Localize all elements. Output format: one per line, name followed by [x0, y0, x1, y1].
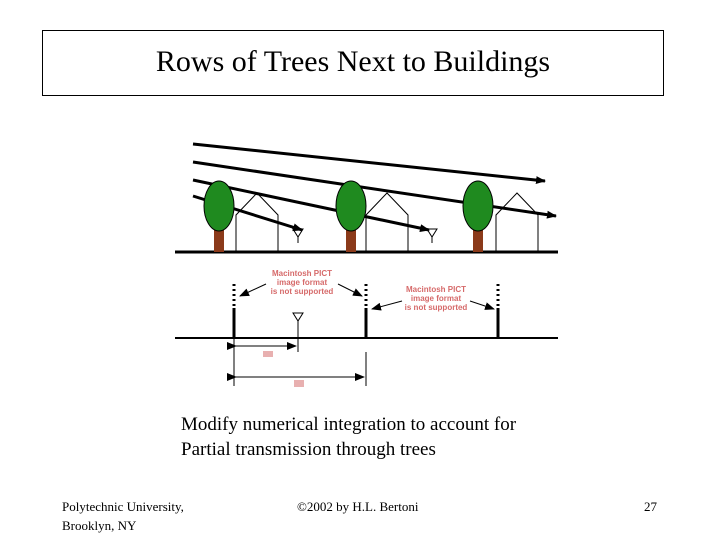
caption-line-2: Partial transmission through trees	[181, 439, 436, 460]
slide-title: Rows of Trees Next to Buildings	[155, 45, 551, 78]
propagation-rays	[192, 142, 557, 233]
tree-trunk	[473, 222, 483, 252]
caption-line-1: Modify numerical integration to account …	[181, 414, 517, 435]
pict-2-line3: is not supported	[405, 303, 468, 312]
dimension-label-2	[294, 380, 304, 387]
tree-1	[203, 180, 235, 252]
dimension-label-1	[263, 351, 273, 357]
pict-2-line2: image format	[411, 294, 462, 303]
tree-foliage	[335, 180, 367, 232]
house-3	[495, 192, 539, 252]
antenna-lower	[292, 312, 304, 338]
antenna-top-2	[426, 228, 438, 243]
tree-2	[335, 180, 367, 252]
footer-institution: Polytechnic University, Brooklyn, NY	[62, 497, 184, 535]
antenna-top-1	[292, 228, 304, 243]
ray-2	[192, 160, 557, 219]
pict-2-line1: Macintosh PICT	[406, 285, 466, 294]
pict-1-line1: Macintosh PICT	[272, 269, 332, 278]
house-1	[235, 192, 279, 252]
page-number: 27	[644, 499, 657, 514]
ray-1	[192, 142, 546, 185]
pict-placeholder-2: Macintosh PICT image format is not suppo…	[371, 285, 495, 312]
footer-institution-line1: Polytechnic University,	[62, 499, 184, 514]
tree-trunk	[214, 222, 224, 252]
dimension-line-2	[227, 352, 367, 386]
footer-institution-line2: Brooklyn, NY	[62, 518, 137, 533]
tree-foliage	[462, 180, 494, 232]
title-box: Rows of Trees Next to Buildings	[42, 30, 664, 96]
pict-1-line3: is not supported	[271, 287, 334, 296]
house-2	[365, 192, 409, 252]
tree-3	[462, 180, 494, 252]
tree-trunk	[346, 222, 356, 252]
pict-placeholder-1: Macintosh PICT image format is not suppo…	[239, 269, 363, 297]
lower-walls	[232, 282, 500, 338]
ray-3	[192, 178, 430, 233]
slide-caption: Modify numerical integration to account …	[181, 412, 516, 462]
footer-copyright: ©2002 by H.L. Bertoni	[297, 499, 419, 514]
pict-1-line2: image format	[277, 278, 328, 287]
tree-foliage	[203, 180, 235, 232]
dimension-line-1	[227, 338, 299, 352]
